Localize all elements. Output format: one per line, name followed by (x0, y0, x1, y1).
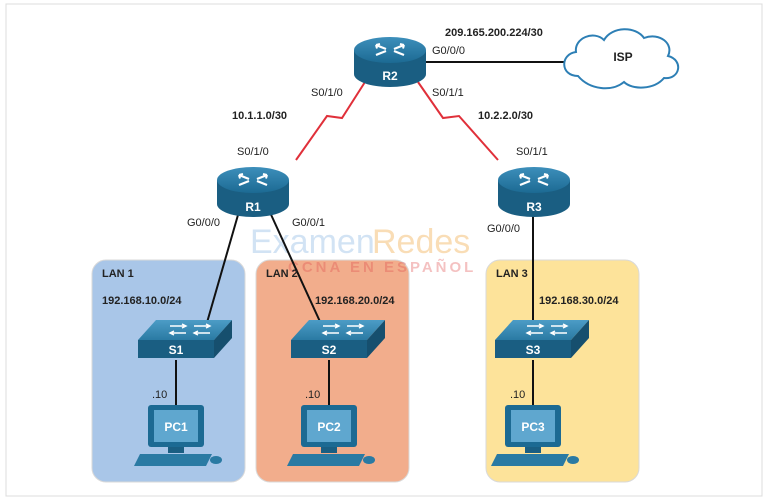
isp-network-label: 209.165.200.224/30 (445, 27, 543, 39)
pc1-host-label: .10 (152, 389, 167, 401)
r3-label: R3 (526, 200, 542, 214)
lan2-area (255, 259, 410, 483)
lan3-subnet: 192.168.30.0/24 (539, 295, 619, 307)
watermark: Examen Redes CCNA EN ESPAÑOL (250, 223, 476, 276)
lan3-area (485, 259, 640, 483)
switch-s2: S2 (291, 320, 385, 358)
r2-label: R2 (382, 69, 398, 83)
r2-g000-label: G0/0/0 (432, 45, 465, 57)
pc-pc3: PC3 (491, 405, 579, 466)
pc-pc1: PC1 (134, 405, 222, 466)
r1-g000-label: G0/0/0 (187, 217, 220, 229)
lan2-subnet: 192.168.20.0/24 (315, 295, 395, 307)
r2-s010-label: S0/1/0 (311, 87, 343, 99)
s2-label: S2 (322, 343, 337, 357)
pc1-label: PC1 (164, 420, 188, 434)
router-r2: R2 (354, 37, 426, 87)
r2-r3-network-label: 10.2.2.0/30 (478, 110, 533, 122)
r1-label: R1 (245, 200, 261, 214)
svg-text:Redes: Redes (372, 223, 470, 261)
switch-s1: S1 (138, 320, 232, 358)
svg-text:Examen: Examen (250, 223, 375, 261)
lan2-name: LAN 2 (266, 268, 298, 280)
r3-s011-label: S0/1/1 (516, 146, 548, 158)
router-r3: R3 (498, 167, 570, 217)
isp-cloud: ISP (563, 28, 679, 90)
image-frame (5, 3, 763, 497)
pc3-host-label: .10 (510, 389, 525, 401)
r2-s011-label: S0/1/1 (432, 87, 464, 99)
lan1-subnet: 192.168.10.0/24 (102, 295, 182, 307)
serial-link-r2-r3 (417, 81, 499, 161)
r3-g000-label: G0/0/0 (487, 223, 520, 235)
router-r1: R1 (217, 167, 289, 217)
link-r1-s2 (267, 207, 323, 327)
s1-label: S1 (169, 343, 184, 357)
lan1-name: LAN 1 (102, 268, 134, 280)
lan3-name: LAN 3 (496, 268, 528, 280)
pc2-label: PC2 (317, 420, 341, 434)
svg-text:CCNA EN ESPAÑOL: CCNA EN ESPAÑOL (288, 258, 476, 276)
r1-s010-label: S0/1/0 (237, 146, 269, 158)
link-r1-s1 (205, 207, 241, 327)
r1-r2-network-label: 10.1.1.0/30 (232, 110, 287, 122)
pc2-host-label: .10 (305, 389, 320, 401)
serial-link-r1-r2 (295, 81, 366, 161)
pc3-label: PC3 (521, 420, 545, 434)
s3-label: S3 (526, 343, 541, 357)
lan1-area (91, 259, 246, 483)
isp-label: ISP (613, 50, 632, 64)
pc-pc2: PC2 (287, 405, 375, 466)
r1-g001-label: G0/0/1 (292, 217, 325, 229)
switch-s3: S3 (495, 320, 589, 358)
